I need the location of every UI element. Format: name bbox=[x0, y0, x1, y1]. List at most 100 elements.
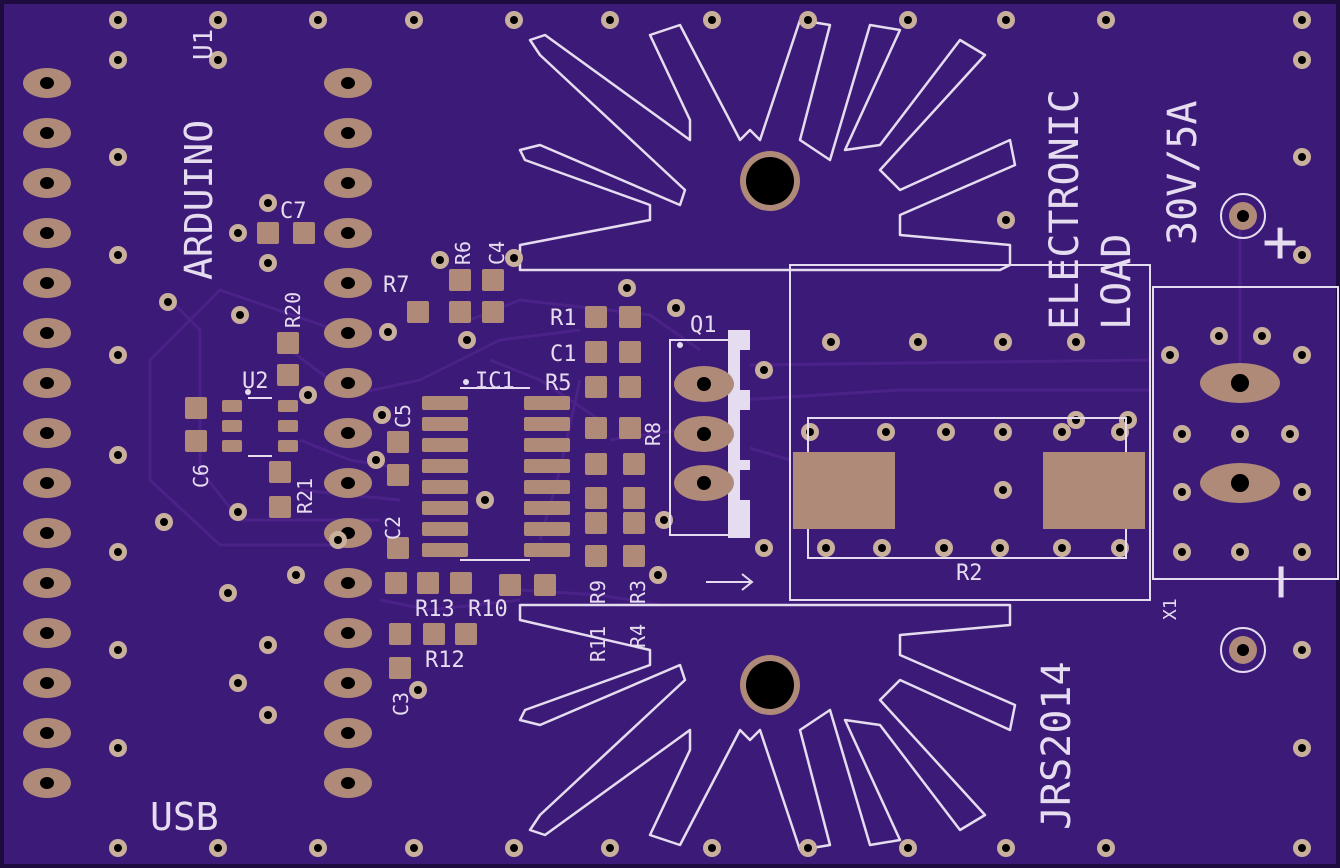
label-r11: R11 bbox=[586, 626, 610, 662]
label-title-line1: ELECTRONIC bbox=[1042, 89, 1088, 330]
ic1-pin bbox=[422, 438, 468, 452]
ic1-pin bbox=[524, 459, 570, 473]
smd-pad bbox=[293, 222, 315, 244]
smd-pad bbox=[619, 306, 641, 328]
heatsink-bottom bbox=[518, 603, 1017, 852]
smd-pad bbox=[619, 417, 641, 439]
label-r5: R5 bbox=[545, 371, 572, 396]
label-plus: + bbox=[1262, 207, 1298, 277]
ic1-pin bbox=[422, 396, 468, 410]
smd-pad bbox=[623, 487, 645, 509]
smd-pad bbox=[534, 574, 556, 596]
smd-pad bbox=[585, 487, 607, 509]
smd-pad bbox=[585, 341, 607, 363]
label-arduino: ARDUINO bbox=[177, 120, 221, 280]
label-r8: R8 bbox=[641, 422, 665, 446]
smd-pad bbox=[585, 545, 607, 567]
smd-pad bbox=[455, 623, 477, 645]
vias bbox=[109, 11, 1311, 857]
smd-pad bbox=[585, 512, 607, 534]
ic1-pin bbox=[524, 438, 570, 452]
label-u1: U1 bbox=[189, 29, 219, 60]
label-r10: R10 bbox=[468, 597, 508, 622]
ic1-pin bbox=[524, 396, 570, 410]
smd-pad bbox=[269, 461, 291, 483]
label-r4: R4 bbox=[626, 624, 650, 648]
smd-pad bbox=[619, 376, 641, 398]
smd-pad bbox=[482, 269, 504, 291]
smd-pad bbox=[387, 537, 409, 559]
smd-pad bbox=[619, 341, 641, 363]
label-minus: − bbox=[1245, 564, 1315, 600]
ic1-pin bbox=[524, 522, 570, 536]
ic1-pin bbox=[422, 417, 468, 431]
label-r12: R12 bbox=[425, 648, 465, 673]
label-r1: R1 bbox=[550, 306, 577, 331]
smd-pad bbox=[389, 623, 411, 645]
smd-pad bbox=[185, 430, 207, 452]
label-r6: R6 bbox=[451, 241, 475, 265]
label-rating: 30V/5A bbox=[1160, 101, 1206, 246]
smd-pad bbox=[389, 657, 411, 679]
label-x1: X1 bbox=[1160, 598, 1181, 620]
label-r21: R21 bbox=[293, 478, 317, 514]
smd-pad bbox=[623, 545, 645, 567]
smd-pad bbox=[585, 376, 607, 398]
label-usb: USB bbox=[150, 795, 219, 839]
power-terminals bbox=[1220, 193, 1266, 673]
ic1-soic bbox=[422, 396, 570, 557]
smd-pad bbox=[417, 572, 439, 594]
ic1-pin bbox=[422, 501, 468, 515]
r2-power-resistor bbox=[789, 264, 1151, 601]
smd-pad bbox=[623, 512, 645, 534]
label-c4: C4 bbox=[485, 241, 509, 265]
label-c5: C5 bbox=[391, 404, 415, 428]
label-c2: C2 bbox=[381, 516, 405, 540]
q1-transistor bbox=[669, 330, 754, 591]
x1-terminal-block bbox=[1152, 286, 1339, 580]
smd-pad bbox=[269, 496, 291, 518]
smd-pad bbox=[423, 623, 445, 645]
label-c6: C6 bbox=[189, 464, 213, 488]
ic1-pin bbox=[422, 459, 468, 473]
smd-pad bbox=[385, 572, 407, 594]
ic1-pin bbox=[422, 480, 468, 494]
smd-pad bbox=[585, 417, 607, 439]
smd-pad bbox=[499, 574, 521, 596]
u2-sot bbox=[222, 400, 298, 452]
ic1-pin bbox=[524, 543, 570, 557]
label-c3: C3 bbox=[389, 692, 413, 716]
smd-pad bbox=[277, 332, 299, 354]
label-q1: Q1 bbox=[690, 313, 717, 338]
mounting-holes bbox=[740, 151, 800, 715]
label-author: JRS2014 bbox=[1034, 661, 1080, 830]
smd-pad bbox=[449, 269, 471, 291]
arduino-header-right bbox=[324, 68, 372, 798]
smd-pads bbox=[185, 222, 645, 679]
smd-pad bbox=[482, 301, 504, 323]
smd-pad bbox=[450, 572, 472, 594]
label-r9: R9 bbox=[586, 580, 610, 604]
label-c7: C7 bbox=[280, 199, 307, 224]
label-c1: C1 bbox=[550, 342, 577, 367]
smd-pad bbox=[623, 453, 645, 475]
ic1-pin bbox=[422, 522, 468, 536]
label-ic1: IC1 bbox=[475, 369, 515, 394]
arduino-header-left bbox=[23, 68, 71, 798]
label-r2: R2 bbox=[956, 561, 983, 586]
label-title-line2: LOAD bbox=[1094, 234, 1140, 330]
smd-pad bbox=[185, 397, 207, 419]
label-u2: U2 bbox=[242, 369, 269, 394]
smd-pad bbox=[257, 222, 279, 244]
smd-pad bbox=[449, 301, 471, 323]
smd-pad bbox=[387, 464, 409, 486]
label-r20: R20 bbox=[281, 292, 305, 328]
smd-pad bbox=[585, 453, 607, 475]
smd-pad bbox=[407, 301, 429, 323]
label-r7: R7 bbox=[383, 273, 410, 298]
ic1-pin bbox=[524, 417, 570, 431]
label-r13: R13 bbox=[415, 597, 455, 622]
ic1-pin bbox=[524, 501, 570, 515]
smd-pad bbox=[277, 364, 299, 386]
label-r3: R3 bbox=[626, 580, 650, 604]
